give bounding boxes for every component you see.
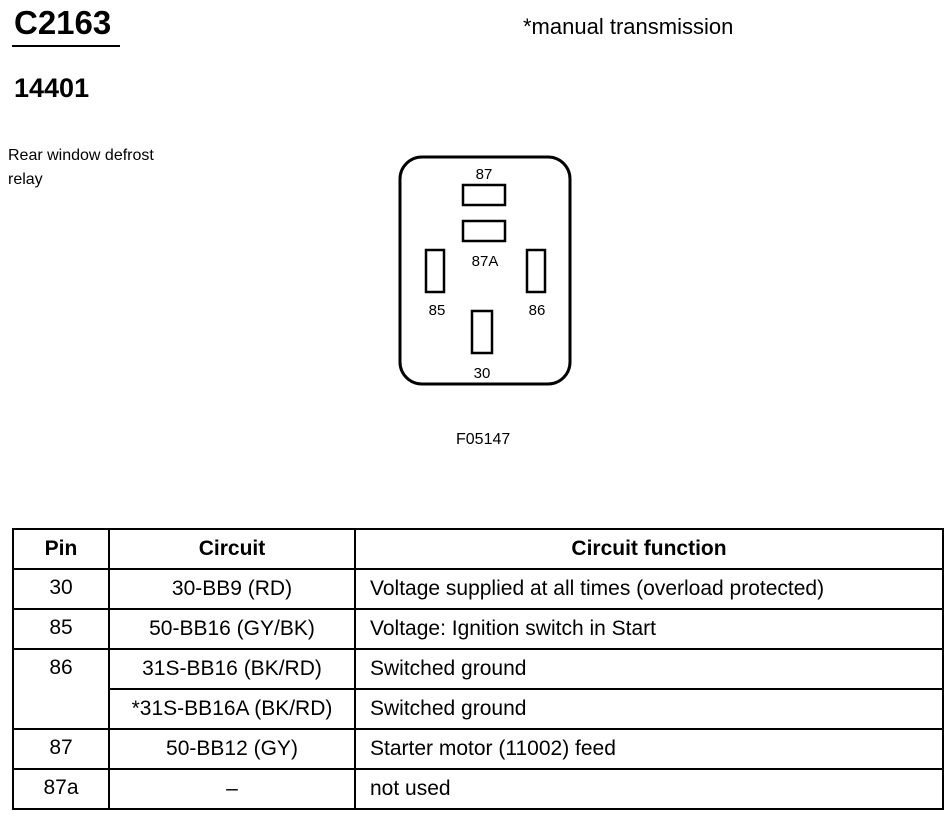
pin-table: Pin Circuit Circuit function 30 30-BB9 (… [12, 528, 944, 810]
component-description: Rear window defrost relay [8, 144, 208, 192]
connector-id: C2163 [14, 4, 112, 41]
function-cell: not used [354, 768, 944, 810]
relay-connector-diagram: 87 87A 85 86 30 [398, 155, 572, 386]
pin-label-87a: 87A [472, 253, 499, 270]
function-cell: Voltage supplied at all times (overload … [354, 568, 944, 610]
circuit-cell: 31S-BB16 (BK/RD) [108, 648, 356, 690]
circuit-cell: 50-BB16 (GY/BK) [108, 608, 356, 650]
table-row: 87a – not used [12, 768, 944, 810]
column-header-function: Circuit function [354, 528, 944, 570]
circuit-cell: 30-BB9 (RD) [108, 568, 356, 610]
terminal-87 [461, 183, 507, 207]
pin-cell: 87 [12, 728, 110, 770]
circuit-cell: – [108, 768, 356, 810]
circuit-cell: *31S-BB16A (BK/RD) [108, 688, 356, 730]
pin-cell: 87a [12, 768, 110, 810]
pin-cell: 85 [12, 608, 110, 650]
table-row: 85 50-BB16 (GY/BK) Voltage: Ignition swi… [12, 608, 944, 650]
terminal-87a [461, 219, 507, 243]
table-row: *31S-BB16A (BK/RD) Switched ground [13, 688, 944, 730]
figure-code: F05147 [456, 431, 511, 448]
description-line: relay [8, 171, 43, 188]
pin-label-86: 86 [529, 302, 546, 319]
pin-label-87: 87 [476, 166, 493, 183]
terminal-86 [525, 248, 547, 294]
function-cell: Switched ground [354, 648, 944, 690]
pin-label-30: 30 [474, 365, 491, 382]
title-underline [12, 45, 120, 47]
column-header-circuit: Circuit [108, 528, 356, 570]
description-line: Rear window defrost [8, 147, 154, 164]
part-number: 14401 [14, 73, 90, 103]
function-cell: Voltage: Ignition switch in Start [354, 608, 944, 650]
table-row: 30 30-BB9 (RD) Voltage supplied at all t… [12, 568, 944, 610]
connector-body [398, 155, 572, 386]
circuit-cell: 50-BB12 (GY) [108, 728, 356, 770]
pin-cell: 86 [12, 648, 110, 730]
function-cell: Switched ground [354, 688, 944, 730]
table-row: 87 50-BB12 (GY) Starter motor (11002) fe… [12, 728, 944, 770]
pin-cell: 30 [12, 568, 110, 610]
column-header-pin: Pin [12, 528, 110, 570]
transmission-note: *manual transmission [523, 14, 734, 39]
pin-label-85: 85 [429, 302, 446, 319]
terminal-85 [424, 248, 446, 294]
table-row: 86 31S-BB16 (BK/RD) Switched ground [12, 648, 944, 730]
table-header-row: Pin Circuit Circuit function [12, 528, 944, 570]
terminal-30 [470, 309, 494, 355]
function-cell: Starter motor (11002) feed [354, 728, 944, 770]
